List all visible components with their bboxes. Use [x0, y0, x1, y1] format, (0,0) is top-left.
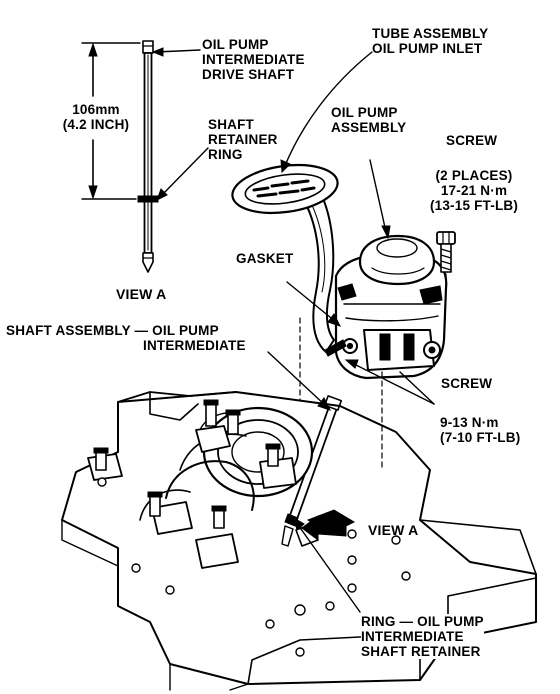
label-retainer-ring-line-3: RING [208, 147, 243, 162]
label-tube-assembly-line-1: TUBE ASSEMBLY [372, 26, 489, 41]
label-gasket: GASKET [236, 251, 294, 266]
label-screw-torque-ftlb: (13-15 FT-LB) [429, 198, 519, 213]
label-screw-lower-torque-ftlb: (7-10 FT-LB) [440, 430, 521, 445]
drive-shaft-detail [137, 40, 159, 273]
oil-pump-assembly [324, 234, 448, 380]
label-pump-assembly: OIL PUMP ASSEMBLY [331, 105, 406, 135]
label-dimension-inch: (4.2 INCH) [62, 117, 130, 132]
label-shaft-assembly: SHAFT ASSEMBLY — OIL PUMP INTERMEDIATE [6, 323, 246, 353]
label-dimension: 106mm (4.2 INCH) [50, 102, 142, 132]
label-drive-shaft-line-2: INTERMEDIATE [202, 52, 305, 67]
oil-pump-inlet-tube [231, 163, 339, 353]
label-view-a-top: VIEW A [116, 286, 167, 302]
label-screw-top: SCREW [446, 133, 498, 148]
label-screw-lower-torque-nm: 9-13 N·m [440, 415, 499, 430]
label-ring-retainer-line-3: SHAFT RETAINER [361, 644, 481, 659]
label-shaft-assembly-line-1: SHAFT ASSEMBLY — OIL PUMP [6, 323, 219, 338]
label-dimension-mm: 106mm [72, 102, 120, 117]
label-drive-shaft-line-1: OIL PUMP [202, 37, 269, 52]
label-ring-retainer-line-1: RING — OIL PUMP [361, 614, 484, 629]
label-ring-retainer-line-2: INTERMEDIATE [361, 629, 464, 644]
label-pump-assembly-line-1: OIL PUMP [331, 105, 398, 120]
label-screw-torque-places: (2 PLACES) [435, 168, 513, 183]
screw-top [436, 231, 456, 273]
label-retainer-ring-line-1: SHAFT [208, 117, 254, 132]
label-ring-retainer: RING — OIL PUMP INTERMEDIATE SHAFT RETAI… [361, 614, 484, 659]
label-screw-lower-torque: 9-13 N·m (7-10 FT-LB) [440, 415, 520, 445]
label-tube-assembly-line-2: OIL PUMP INLET [372, 41, 483, 56]
label-tube-assembly: TUBE ASSEMBLY OIL PUMP INLET [372, 26, 488, 56]
label-drive-shaft-line-3: DRIVE SHAFT [202, 67, 295, 82]
label-screw-torque-nm: 17-21 N·m [440, 183, 508, 198]
label-shaft-assembly-line-2: INTERMEDIATE [143, 338, 246, 353]
label-drive-shaft: OIL PUMP INTERMEDIATE DRIVE SHAFT [202, 37, 305, 82]
label-screw-torque: (2 PLACES) 17-21 N·m (13-15 FT-LB) [418, 168, 530, 213]
dimension-line [81, 42, 141, 200]
label-screw-lower: SCREW [441, 376, 493, 391]
label-view-a-bottom: VIEW A [368, 522, 419, 538]
label-retainer-ring: SHAFT RETAINER RING [208, 117, 278, 162]
label-pump-assembly-line-2: ASSEMBLY [331, 120, 407, 135]
label-retainer-ring-line-2: RETAINER [208, 132, 278, 147]
